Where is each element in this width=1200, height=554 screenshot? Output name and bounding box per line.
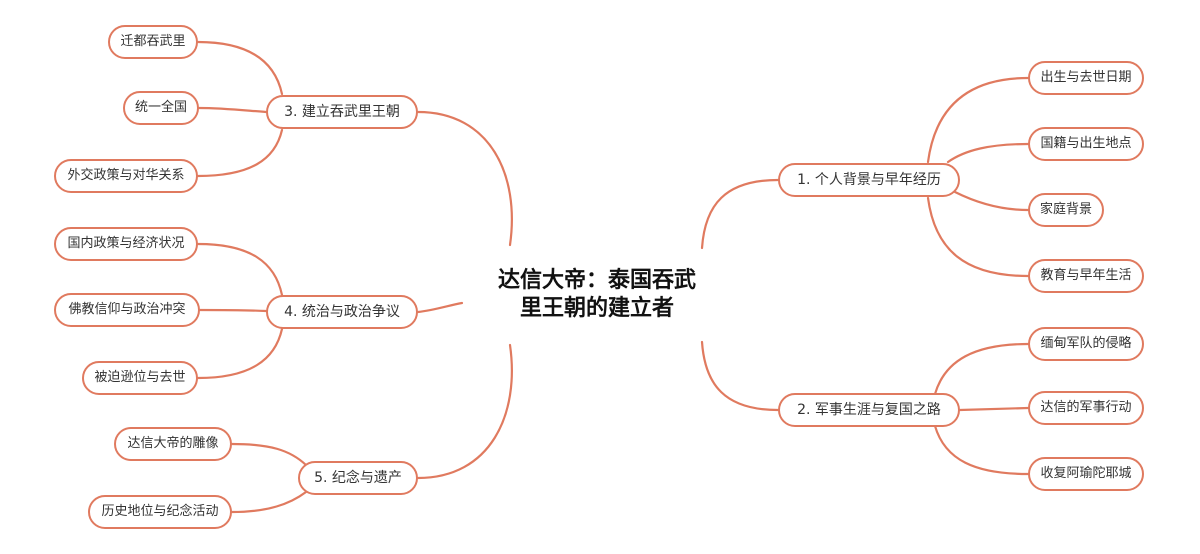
root-topic[interactable]: 达信大帝：泰国吞武 里王朝的建立者: [472, 263, 722, 327]
connector-root-b2: [700, 340, 780, 412]
branch-found-thonburi-kingdom[interactable]: 3. 建立吞武里王朝: [266, 95, 418, 129]
leaf-abdication-death[interactable]: 被迫逊位与去世: [82, 361, 198, 395]
connector-root-b5: [416, 343, 513, 480]
connector-b1-c2: [946, 142, 1030, 164]
leaf-foreign-policy[interactable]: 外交政策与对华关系: [54, 159, 198, 193]
connector-b3-c3: [196, 128, 284, 178]
leaf-education-early-life[interactable]: 教育与早年生活: [1028, 259, 1144, 293]
connector-b1-c3: [953, 190, 1030, 212]
leaf-historical-status[interactable]: 历史地位与纪念活动: [88, 495, 232, 529]
root-topic-line-2: 里王朝的建立者: [519, 296, 674, 321]
connector-b2-c1: [933, 342, 1030, 396]
connector-b2-c2: [958, 406, 1030, 412]
connector-b3-c2: [197, 106, 268, 114]
leaf-nationality-birthplace[interactable]: 国籍与出生地点: [1028, 127, 1144, 161]
root-topic-line-1: 达信大帝：泰国吞武: [497, 268, 696, 293]
connector-b1-c1: [926, 76, 1030, 164]
connector-b3-c1: [196, 40, 284, 96]
leaf-buddhism-conflict[interactable]: 佛教信仰与政治冲突: [54, 293, 200, 327]
connector-b4-c2: [198, 308, 268, 313]
connector-b1-c4: [926, 196, 1030, 278]
connector-root-b4: [416, 301, 464, 314]
leaf-domestic-policy[interactable]: 国内政策与经济状况: [54, 227, 198, 261]
connector-root-b1: [700, 178, 780, 250]
connector-root-b3: [416, 110, 513, 247]
branch-memorial-legacy[interactable]: 5. 纪念与遗产: [298, 461, 418, 495]
branch-personal-background[interactable]: 1. 个人背景与早年经历: [778, 163, 960, 197]
leaf-family-background[interactable]: 家庭背景: [1028, 193, 1104, 227]
connector-b4-c3: [196, 327, 284, 380]
leaf-birth-death-dates[interactable]: 出生与去世日期: [1028, 61, 1144, 95]
leaf-unify-country[interactable]: 统一全国: [123, 91, 199, 125]
leaf-statue[interactable]: 达信大帝的雕像: [114, 427, 232, 461]
connector-b5-c2: [230, 490, 308, 514]
leaf-burmese-invasion[interactable]: 缅甸军队的侵略: [1028, 327, 1144, 361]
connector-b2-c3: [933, 424, 1030, 476]
leaf-recapture-ayutthaya[interactable]: 收复阿瑜陀耶城: [1028, 457, 1144, 491]
leaf-move-capital[interactable]: 迁都吞武里: [108, 25, 198, 59]
connector-b5-c1: [230, 442, 308, 467]
branch-military-career[interactable]: 2. 军事生涯与复国之路: [778, 393, 960, 427]
branch-rule-controversy[interactable]: 4. 统治与政治争议: [266, 295, 418, 329]
leaf-military-actions[interactable]: 达信的军事行动: [1028, 391, 1144, 425]
connector-b4-c1: [196, 242, 284, 297]
